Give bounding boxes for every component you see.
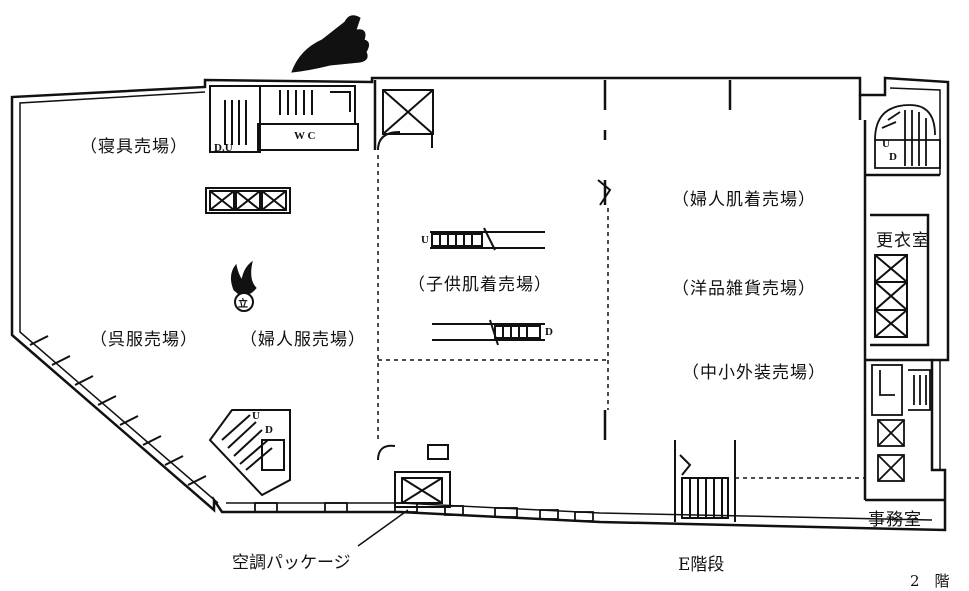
label-womens-wear: （婦人服売場） [240, 330, 366, 350]
label-small-outerwear: （中小外装売場） [682, 363, 826, 383]
label-dressing-room: 更衣室 [876, 231, 930, 251]
label-stair-u: U [882, 138, 890, 150]
label-kids-underwear: （子供肌着売場） [408, 275, 552, 295]
label-womens-underwear: （婦人肌着売場） [672, 190, 816, 210]
label-escalator-u: U [421, 234, 429, 246]
stair-mark: 立 [238, 299, 248, 310]
label-kimono: （呉服売場） [90, 330, 198, 350]
caption-aircon: 空調パッケージ [232, 553, 351, 573]
bottom-window-marks [254, 502, 594, 522]
escalator-down [432, 319, 545, 346]
spiral-stair-top [874, 104, 941, 169]
stair-wc-block [209, 85, 359, 153]
diagonal-window-marks [29, 335, 207, 486]
flame-mark-icon [230, 260, 257, 312]
label-bedding: （寝具売場） [80, 137, 188, 157]
label-office: 事務室 [868, 510, 922, 530]
e-stairs [674, 440, 736, 522]
escalator-up [430, 227, 545, 251]
aircon-unit [377, 444, 451, 508]
label-western-goods: （洋品雑貨売場） [672, 279, 816, 299]
lower-left-stair [208, 409, 291, 497]
caption-floor: 2 階 [910, 572, 950, 590]
interior-walls [373, 80, 862, 440]
label-lower-u: U [252, 410, 260, 422]
elevator-cluster [205, 187, 291, 214]
label-lower-d: D [265, 424, 273, 436]
label-wc: W C [294, 130, 316, 142]
dressing-room-lockers [874, 254, 908, 338]
dashed-partitions [377, 155, 865, 479]
outer-wall [10, 76, 950, 532]
label-escalator-d: D [545, 326, 553, 338]
elevator-top [377, 89, 434, 151]
label-du: D.U [214, 142, 233, 154]
label-stair-d: D [889, 151, 897, 163]
pointing-hand-icon [291, 15, 370, 73]
right-walls [863, 120, 945, 502]
caption-e-stairs: E階段 [678, 555, 725, 575]
right-lower-stair [871, 364, 931, 482]
